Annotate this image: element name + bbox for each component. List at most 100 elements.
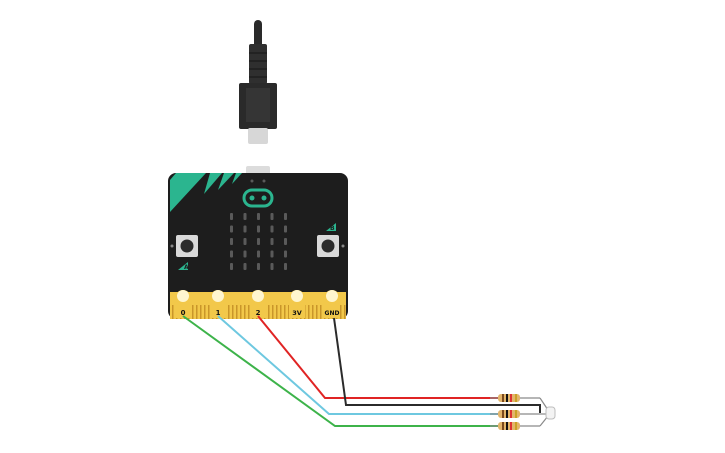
edge-tooth xyxy=(268,305,270,319)
led-matrix xyxy=(230,213,287,270)
wire-gnd-black[interactable] xyxy=(333,317,541,413)
led-pixel xyxy=(284,225,287,233)
led-pixel xyxy=(257,225,260,233)
board-accent-1 xyxy=(170,173,206,212)
led-pixel xyxy=(270,238,274,245)
microbit-board[interactable]: A B 0 1 2 3V xyxy=(168,173,348,319)
pin-0[interactable]: 0 xyxy=(175,290,191,318)
resistor-band xyxy=(502,410,504,418)
led-pixel xyxy=(270,250,274,258)
edge-tooth xyxy=(312,305,314,319)
led-pixel xyxy=(257,213,260,220)
button-a-label: A xyxy=(184,264,189,271)
resistor-band xyxy=(506,422,508,430)
edge-tooth xyxy=(316,305,318,319)
edge-tooth xyxy=(248,305,250,319)
pin-1[interactable]: 1 xyxy=(210,290,226,318)
edge-tooth xyxy=(232,305,234,319)
edge-tooth xyxy=(280,305,282,319)
led-pixel xyxy=(270,263,274,270)
edge-tooth xyxy=(272,305,274,319)
pin-2-hole xyxy=(252,290,264,302)
pin-2[interactable]: 2 xyxy=(250,290,266,318)
led-pixel xyxy=(230,213,233,220)
led-pixel xyxy=(270,213,274,220)
resistor-band xyxy=(515,422,517,430)
pin-1-hole xyxy=(212,290,224,302)
edge-tooth xyxy=(192,305,194,319)
led-pixel xyxy=(284,238,287,245)
usb-cable[interactable] xyxy=(239,20,277,144)
microbit-logo xyxy=(242,188,274,208)
logo-dot-left xyxy=(249,195,255,201)
usb-plug-tip xyxy=(248,128,268,144)
button-a-dot xyxy=(170,244,174,248)
led-pixel xyxy=(284,213,287,220)
button-a-marker xyxy=(178,262,188,270)
board-accent-2 xyxy=(204,173,222,194)
led-pixel xyxy=(243,238,247,245)
wires xyxy=(182,315,541,427)
edge-tooth xyxy=(172,305,174,319)
pin-0-label: 0 xyxy=(181,309,186,317)
board-accent-4 xyxy=(232,173,242,184)
led-pixel xyxy=(284,250,287,258)
led-pixel xyxy=(243,250,247,258)
edge-tooth xyxy=(228,305,230,319)
resistor-band xyxy=(502,394,504,402)
board-body xyxy=(168,173,348,319)
led-pixel xyxy=(230,263,233,270)
pin-gnd-label: GND xyxy=(325,310,340,317)
edge-tooth xyxy=(320,305,322,319)
button-a[interactable] xyxy=(170,235,199,257)
resistor-band xyxy=(502,422,504,430)
led-pixel xyxy=(243,213,247,220)
pin-gnd-hole xyxy=(326,290,338,302)
button-b-dot xyxy=(341,244,345,248)
resistor-band xyxy=(515,394,517,402)
led-pixel xyxy=(230,250,233,258)
button-a-cap xyxy=(180,239,194,253)
wire-pin1-blue[interactable] xyxy=(217,315,506,415)
edge-tooth xyxy=(340,305,342,319)
resistor-green-channel[interactable] xyxy=(490,422,540,430)
pin-1-label: 1 xyxy=(216,309,221,317)
edge-tooth xyxy=(240,305,242,319)
edge-tooth xyxy=(276,305,278,319)
logo-dot-right xyxy=(261,195,267,201)
led-body xyxy=(545,406,556,420)
resistor-band xyxy=(510,394,512,402)
pin-gnd[interactable]: GND xyxy=(324,290,340,318)
edge-tooth xyxy=(200,305,202,319)
pin-3v[interactable]: 3V xyxy=(289,290,305,318)
wire-pin0-green[interactable] xyxy=(182,315,506,427)
pin-2-label: 2 xyxy=(256,309,261,317)
edge-tooth xyxy=(288,305,290,319)
pin-3v-hole xyxy=(291,290,303,302)
resistor-red-channel[interactable] xyxy=(490,394,540,402)
button-b-label: B xyxy=(330,225,335,232)
wire-pin2-red[interactable] xyxy=(257,315,506,399)
resistor-blue-channel[interactable] xyxy=(490,410,540,418)
led-pixel xyxy=(230,238,233,245)
led-pixel xyxy=(230,225,233,233)
resistor-band xyxy=(515,410,517,418)
led-pixel xyxy=(243,225,247,233)
edge-tooth xyxy=(344,305,346,319)
led-pixel xyxy=(257,238,260,245)
usb-strain-ridges xyxy=(249,52,267,78)
button-b-cap xyxy=(321,239,335,253)
led-pixel xyxy=(243,263,247,270)
button-b[interactable] xyxy=(317,235,345,257)
edge-tooth xyxy=(308,305,310,319)
resistor-band xyxy=(510,422,512,430)
rgb-led[interactable] xyxy=(539,397,556,427)
edge-tooth xyxy=(244,305,246,319)
resistor-band xyxy=(506,410,508,418)
led-pixel xyxy=(270,225,274,233)
edge-tooth xyxy=(284,305,286,319)
pin-3v-label: 3V xyxy=(292,309,302,317)
edge-tooth xyxy=(204,305,206,319)
pin-0-hole xyxy=(177,290,189,302)
